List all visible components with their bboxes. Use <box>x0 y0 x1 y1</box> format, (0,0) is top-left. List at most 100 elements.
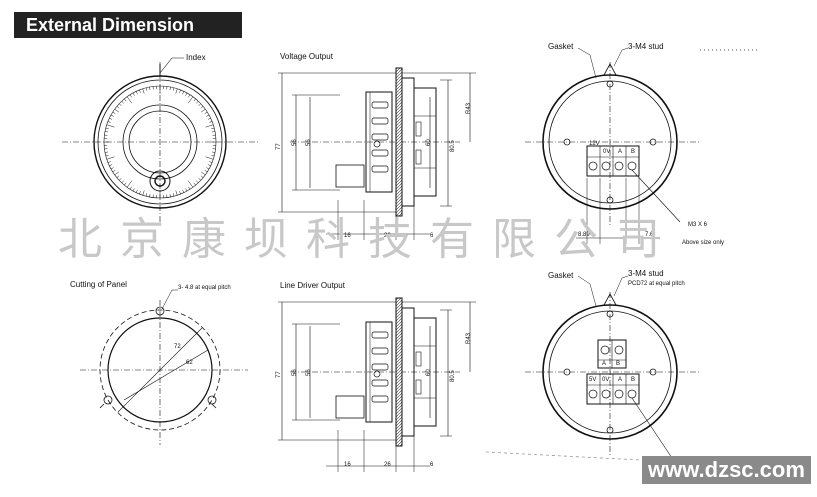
dial-tick <box>185 92 188 96</box>
ld-terminal-0v: 0V <box>602 377 610 383</box>
dial-tick <box>209 121 213 123</box>
dial-tick <box>188 94 191 98</box>
dial-tick <box>193 182 196 186</box>
dial-tick <box>112 170 116 173</box>
watermark-url: www.dzsc.com <box>642 456 811 485</box>
dial-tick <box>142 88 145 94</box>
stud-label: 3-M4 stud <box>628 42 664 51</box>
ld-top-a: A <box>602 361 607 367</box>
dial-tick <box>105 127 109 130</box>
dial-tick <box>104 131 108 133</box>
dim-phi62: 62 <box>186 360 193 366</box>
panel-cutout-view <box>80 289 248 445</box>
dial-tick <box>116 175 120 178</box>
hole-label: 3- 4.8 at equal pitch <box>178 285 231 291</box>
ld-terminal-a: A <box>618 377 623 383</box>
dial-tick <box>207 117 211 120</box>
dial-tick <box>145 193 148 197</box>
dial-tick <box>193 98 196 102</box>
dial-tick <box>201 108 206 113</box>
dial-tick <box>182 189 185 193</box>
dim-60: 60 <box>426 139 432 146</box>
dial-tick <box>112 111 116 114</box>
dial-tick <box>198 103 201 106</box>
dial-tick <box>205 124 214 128</box>
dial-tick <box>206 114 210 117</box>
dial-tick <box>172 87 175 91</box>
dial-tick <box>206 167 210 170</box>
dim-r43: R43 <box>466 102 472 114</box>
dial-tick <box>129 94 132 98</box>
ld-dim-56-b: 56 <box>306 369 312 376</box>
m3-label: M3 X 6 <box>688 222 708 228</box>
gasket-label-2: Gasket <box>548 271 574 280</box>
dial-tick <box>211 127 215 130</box>
dial-tick <box>126 96 132 104</box>
dial-tick <box>149 86 151 90</box>
pcd-label: PCD72 at equal pitch <box>628 281 685 287</box>
dial-tick <box>145 87 148 91</box>
dial-front-view <box>62 57 260 222</box>
dial-tick <box>169 194 171 198</box>
dial-tick <box>175 88 178 94</box>
dial-tick <box>105 154 109 157</box>
ld-dim-6: 6 <box>430 462 434 468</box>
dial-tick <box>132 188 135 192</box>
dial-tick <box>204 170 208 173</box>
dim-77: 77 <box>276 143 282 150</box>
dial-tick <box>182 91 185 95</box>
index-label: Index <box>186 53 206 62</box>
dial-tick <box>139 89 141 93</box>
stud-label-2: 3-M4 stud <box>628 269 664 278</box>
dial-tick <box>200 106 204 109</box>
dial-tick <box>110 114 114 117</box>
dial-tick <box>209 161 213 163</box>
dial-tick <box>124 182 127 186</box>
above-size-label: Above size only <box>682 240 725 246</box>
dial-tick <box>109 164 113 167</box>
dial-tick <box>121 180 124 183</box>
dial-tick <box>110 167 114 170</box>
dial-tick <box>107 121 111 123</box>
dial-tick <box>207 164 211 167</box>
terminal-12v: 12V <box>589 141 600 147</box>
dim-56-a: 56 <box>292 139 298 146</box>
side-view-line-driver <box>278 297 476 472</box>
terminal-b: B <box>631 149 636 155</box>
ld-dim-26: 26 <box>384 462 391 468</box>
ld-dim-80-5: 80.5 <box>450 370 456 382</box>
ld-dim-16: 16 <box>344 462 351 468</box>
dial-tick <box>114 171 119 176</box>
dim-8-89: 8.89 <box>578 232 590 238</box>
dial-tick <box>188 180 194 188</box>
dial-tick <box>196 180 199 183</box>
ld-terminal-b: B <box>631 377 636 383</box>
dial-tick <box>211 154 215 157</box>
terminal-a: A <box>618 149 623 155</box>
dial-tick <box>107 161 111 163</box>
rear-view-line-driver <box>525 275 700 471</box>
dial-tick <box>200 175 204 178</box>
dial-tick <box>188 186 191 190</box>
cutting-of-panel-title: Cutting of Panel <box>70 280 127 289</box>
dial-tick <box>201 171 206 176</box>
dial-tick <box>149 194 151 198</box>
dim-6: 6 <box>430 233 434 239</box>
dial-tick <box>172 193 175 197</box>
dial-tick <box>204 111 208 114</box>
dial-tick <box>188 96 194 104</box>
dial-tick <box>121 101 124 104</box>
line-driver-output-title: Line Driver Output <box>280 281 345 290</box>
dial-tick <box>132 92 135 96</box>
dial-tick <box>116 106 120 109</box>
dim-26: 26 <box>384 233 391 239</box>
gasket-label: Gasket <box>548 42 574 51</box>
dial-tick <box>212 131 216 133</box>
dial-tick <box>198 178 201 181</box>
dial-tick <box>169 86 171 90</box>
dial-tick <box>179 89 181 93</box>
ld-terminal-5v: 5V <box>589 377 597 383</box>
dial-tick <box>109 117 113 120</box>
dial-tick <box>212 151 216 153</box>
